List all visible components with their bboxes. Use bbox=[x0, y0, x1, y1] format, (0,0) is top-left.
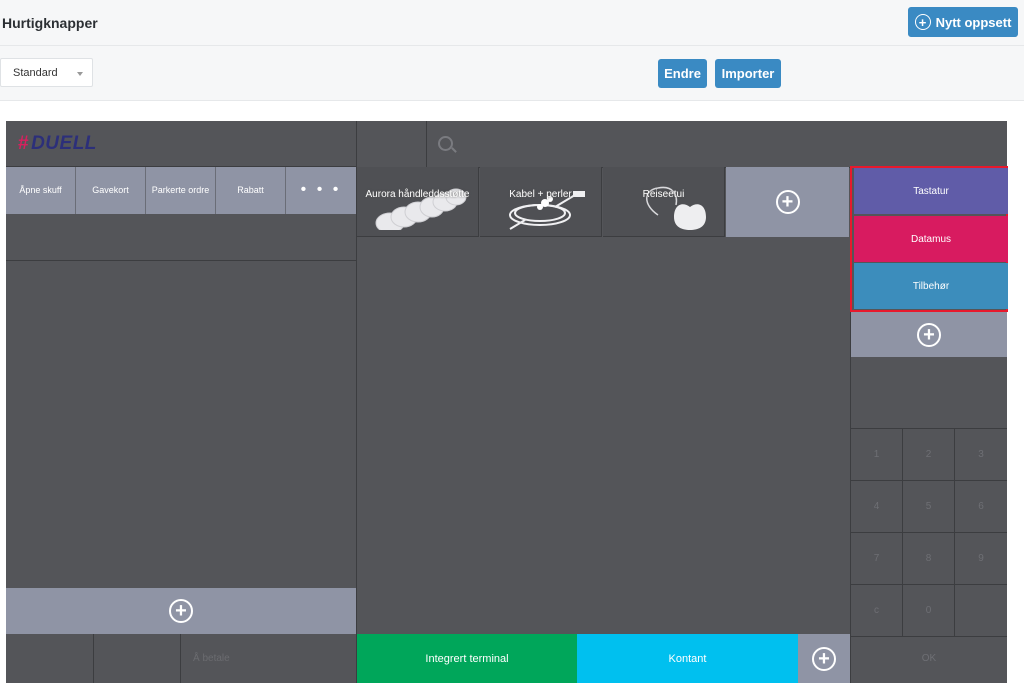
product-travel-case[interactable]: Reiseetui bbox=[603, 167, 725, 237]
add-category-button[interactable]: + bbox=[851, 312, 1007, 357]
import-button[interactable]: Importer bbox=[715, 59, 781, 88]
keypad-key-7[interactable]: 7 bbox=[851, 533, 903, 585]
row-divider bbox=[6, 260, 356, 261]
product-label: Kabel + perler bbox=[509, 189, 572, 200]
logo-text: DUELL bbox=[31, 133, 97, 154]
new-layout-label: Nytt oppsett bbox=[935, 14, 1012, 30]
keypad-key-9[interactable]: 9 bbox=[955, 533, 1007, 585]
ok-button[interactable]: OK bbox=[921, 653, 937, 664]
logo-area: #DUELL bbox=[6, 121, 356, 167]
row-divider bbox=[851, 428, 1007, 429]
new-layout-button[interactable]: + Nytt oppsett bbox=[908, 7, 1018, 37]
gift-card-button[interactable]: Gavekort bbox=[76, 167, 146, 214]
keypad-key-clear[interactable]: c bbox=[851, 585, 903, 637]
plus-circle-icon: + bbox=[169, 599, 193, 623]
keypad-key-6[interactable]: 6 bbox=[955, 481, 1007, 533]
to-pay-label: Å betale bbox=[193, 653, 230, 664]
add-function-button[interactable]: + bbox=[6, 588, 356, 634]
summary-cell bbox=[6, 634, 94, 683]
pos-layout-preview: #DUELL Åpne skuff Gavekort Parkerte ordr… bbox=[6, 121, 1008, 683]
category-group-highlight: Tastatur Datamus Tilbehør bbox=[850, 166, 1008, 312]
category-accessories-button[interactable]: Tilbehør bbox=[854, 263, 1008, 309]
search-divider bbox=[426, 121, 427, 167]
keypad-key-blank[interactable] bbox=[955, 585, 1007, 637]
layout-select[interactable]: Standard bbox=[0, 58, 93, 87]
summary-cell bbox=[94, 634, 181, 683]
duell-logo: #DUELL bbox=[18, 133, 97, 155]
add-product-button[interactable]: + bbox=[726, 167, 849, 237]
category-mouse-button[interactable]: Datamus bbox=[854, 216, 1008, 262]
product-aurora-wrist-rest[interactable]: Aurora håndleddsstøtte bbox=[357, 167, 479, 237]
category-keyboard-button[interactable]: Tastatur bbox=[854, 168, 1008, 214]
plus-circle-icon: + bbox=[917, 322, 941, 347]
plus-circle-icon: + bbox=[775, 190, 800, 214]
keypad-key-4[interactable]: 4 bbox=[851, 481, 903, 533]
keypad-key-5[interactable]: 5 bbox=[903, 481, 955, 533]
product-label: Aurora håndleddsstøtte bbox=[365, 189, 470, 200]
layout-select-value: Standard bbox=[13, 67, 58, 79]
column-divider bbox=[850, 167, 851, 683]
plus-circle-icon: + bbox=[914, 14, 931, 30]
hash-icon: # bbox=[18, 133, 30, 154]
edit-button[interactable]: Endre bbox=[658, 59, 707, 88]
travel-case-image bbox=[646, 186, 706, 230]
column-divider bbox=[356, 121, 357, 683]
discount-button[interactable]: Rabatt bbox=[216, 167, 286, 214]
add-payment-button[interactable]: + bbox=[798, 634, 850, 683]
caret-down-icon bbox=[77, 72, 83, 76]
cable-image bbox=[509, 191, 585, 230]
product-cable-beads[interactable]: Kabel + perler bbox=[480, 167, 602, 237]
keypad-key-8[interactable]: 8 bbox=[903, 533, 955, 585]
keypad-key-1[interactable]: 1 bbox=[851, 429, 903, 481]
open-drawer-button[interactable]: Åpne skuff bbox=[6, 167, 76, 214]
keypad-key-0[interactable]: 0 bbox=[903, 585, 955, 637]
integrated-terminal-button[interactable]: Integrert terminal bbox=[357, 634, 577, 683]
keypad-key-3[interactable]: 3 bbox=[955, 429, 1007, 481]
parked-orders-button[interactable]: Parkerte ordre bbox=[146, 167, 216, 214]
cash-button[interactable]: Kontant bbox=[577, 634, 798, 683]
page-header: Hurtigknapper + Nytt oppsett bbox=[0, 0, 1024, 46]
product-label: Reiseetui bbox=[642, 189, 685, 200]
toolbar: Standard Endre Importer bbox=[0, 46, 1024, 101]
page-title: Hurtigknapper bbox=[2, 15, 98, 31]
search-icon[interactable] bbox=[438, 136, 453, 151]
wrist-rest-image bbox=[375, 188, 467, 230]
more-options-button[interactable]: • • • bbox=[286, 167, 356, 214]
keypad-key-2[interactable]: 2 bbox=[903, 429, 955, 481]
plus-circle-icon: + bbox=[812, 646, 836, 671]
